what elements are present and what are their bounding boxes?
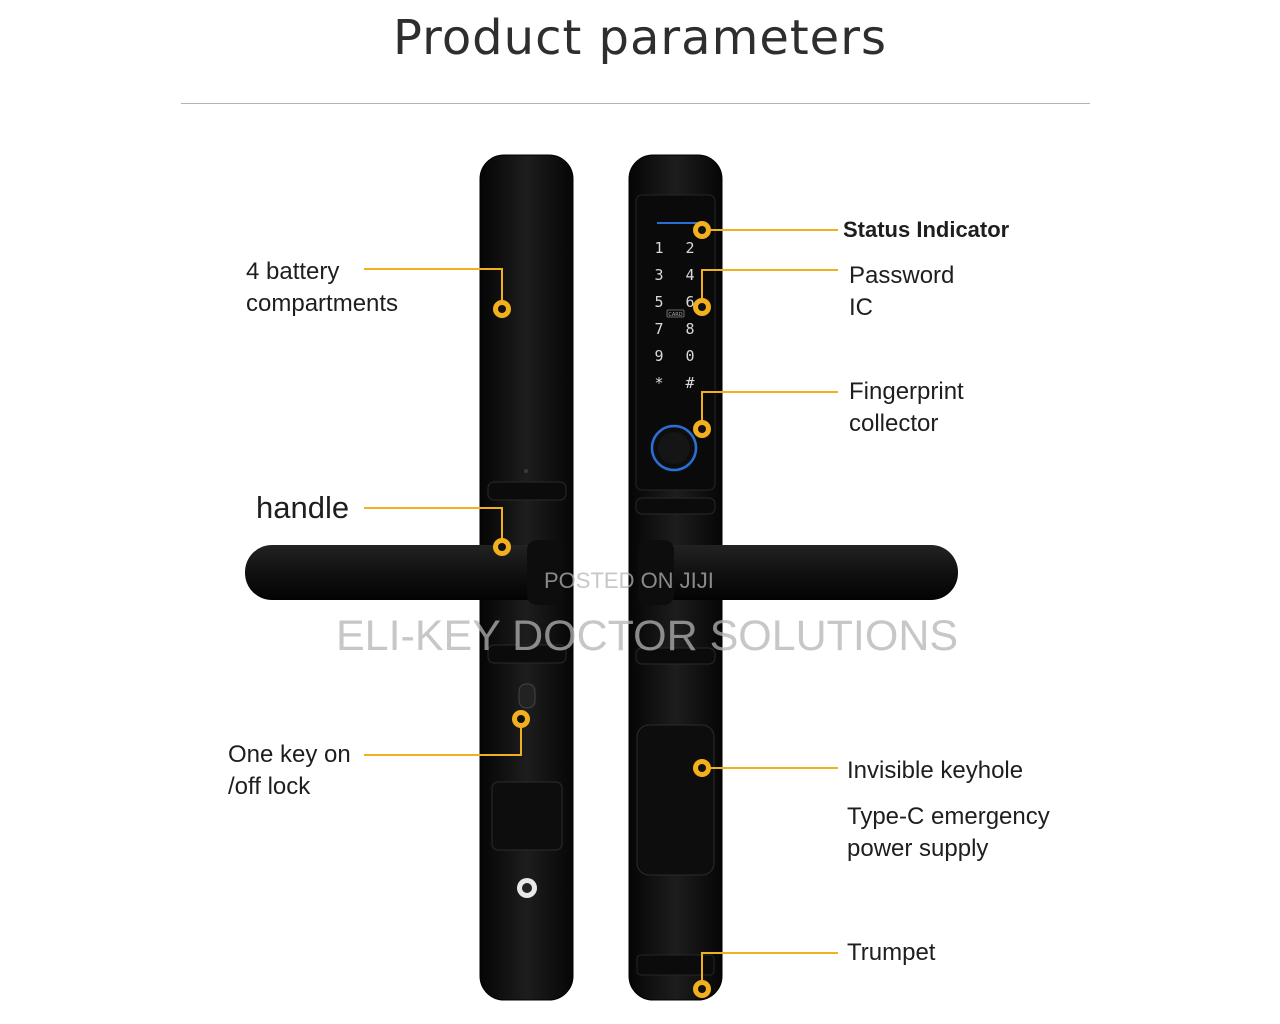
- callout-dot-fingerprint: [693, 420, 711, 438]
- onoff-switch: [518, 683, 536, 709]
- page-title: Product parameters: [393, 10, 887, 66]
- callout-dot-onoff: [512, 710, 530, 728]
- back-handle: [245, 540, 563, 605]
- label-typec: Type-C emergency power supply: [847, 801, 1050, 865]
- watermark-posted: POSTED ON JIJI: [544, 568, 714, 593]
- callout-dot-password: [693, 298, 711, 316]
- watermark-brand: ELI-KEY DOCTOR SOLUTIONS: [336, 612, 959, 660]
- keypad-key: 3: [654, 266, 663, 284]
- keypad: 1 2 3 4 5 6 7 8 9 0 * # CARD: [654, 239, 694, 392]
- keypad-key: #: [685, 374, 694, 392]
- callout-dot-trumpet: [693, 980, 711, 998]
- label-typec-line2: power supply: [847, 835, 989, 862]
- label-battery: 4 battery compartments: [246, 256, 398, 320]
- keyhole-cover: [636, 724, 715, 876]
- label-fingerprint-line2: collector: [849, 410, 939, 437]
- keypad-key: 9: [654, 347, 663, 365]
- keypad-key: *: [654, 374, 663, 392]
- fingerprint-sensor: [650, 424, 698, 472]
- callout-dot-handle: [493, 538, 511, 556]
- callout-lines: [364, 229, 838, 989]
- label-handle: handle: [256, 490, 350, 525]
- label-fingerprint-line1: Fingerprint: [849, 378, 964, 405]
- label-keyhole: Invisible keyhole: [847, 757, 1024, 784]
- callout-dot-status: [693, 221, 711, 239]
- callout-dot-keyhole: [693, 759, 711, 777]
- label-onoff-line1: One key on: [228, 741, 351, 768]
- keypad-key: 8: [685, 320, 694, 338]
- label-battery-line1: 4 battery: [246, 258, 340, 285]
- label-fingerprint: Fingerprint collector: [849, 376, 964, 440]
- label-onoff-line2: /off lock: [228, 773, 311, 800]
- keypad-key: 5: [654, 293, 663, 311]
- callout-dot-battery: [493, 300, 511, 318]
- label-onoff: One key on /off lock: [228, 739, 351, 803]
- keypad-key: 6: [685, 293, 694, 311]
- label-password-line1: Password: [849, 262, 955, 289]
- keypad-key: 7: [654, 320, 663, 338]
- label-status: Status Indicator: [843, 217, 1010, 242]
- keypad-key: 4: [685, 266, 694, 284]
- label-password: Password IC: [849, 260, 954, 324]
- label-typec-line1: Type-C emergency: [847, 803, 1050, 830]
- title-divider: [181, 103, 1090, 104]
- battery-cover: [491, 781, 563, 851]
- callout-dots: [493, 221, 711, 998]
- front-handle: [638, 540, 958, 605]
- keypad-key: 0: [685, 347, 694, 365]
- keypad-panel: [635, 194, 716, 491]
- label-trumpet: Trumpet: [847, 939, 936, 966]
- keypad-key: 1: [654, 239, 663, 257]
- card-badge: CARD: [668, 312, 682, 318]
- label-password-line2: IC: [849, 294, 873, 321]
- speaker-grille: [636, 954, 715, 976]
- keypad-key: 2: [685, 239, 694, 257]
- label-battery-line2: compartments: [246, 290, 399, 317]
